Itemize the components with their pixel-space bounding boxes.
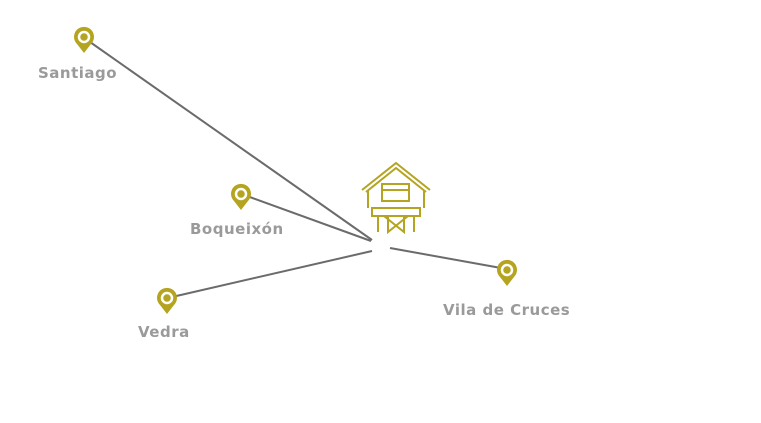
place-label-santiago: Santiago bbox=[38, 64, 118, 82]
route-line-boqueixon bbox=[246, 195, 372, 242]
route-line-vila-de-cruces bbox=[389, 247, 502, 269]
map-pin-ring bbox=[234, 187, 248, 201]
route-line-santiago bbox=[89, 41, 373, 241]
place-label-vedra: Vedra bbox=[138, 323, 190, 341]
route-line-vedra bbox=[171, 250, 373, 298]
place-label-boqueixon: Boqueixón bbox=[190, 220, 284, 238]
place-label-vila-de-cruces: Vila de Cruces bbox=[443, 301, 571, 319]
map-pin-ring bbox=[500, 263, 514, 277]
raised-granary-house-icon bbox=[361, 161, 431, 235]
map-pin-ring bbox=[160, 291, 174, 305]
map-pin-ring bbox=[77, 30, 91, 44]
